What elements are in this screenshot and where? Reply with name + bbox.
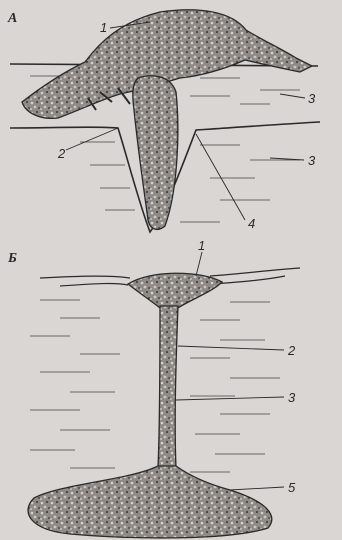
bottom-mass	[28, 466, 272, 538]
callout-b-5: 5	[288, 480, 296, 495]
callout-a-3-top: 3	[308, 91, 316, 106]
column	[158, 306, 178, 468]
panel-b: Б	[7, 238, 300, 538]
hanging-lobe	[133, 76, 178, 230]
callout-a-2: 2	[57, 146, 66, 161]
panel-a: А 1	[7, 10, 320, 232]
top-cap	[128, 273, 222, 308]
panel-b-letter: Б	[7, 251, 17, 266]
callout-a-3-bottom: 3	[308, 153, 316, 168]
water-hatching-b	[30, 300, 280, 472]
callout-a-1: 1	[100, 20, 107, 35]
callout-b-3: 3	[288, 390, 296, 405]
callout-b-1: 1	[198, 238, 205, 253]
callout-b-2: 2	[287, 343, 296, 358]
callout-a-4: 4	[248, 216, 255, 231]
panel-a-letter: А	[7, 11, 17, 26]
